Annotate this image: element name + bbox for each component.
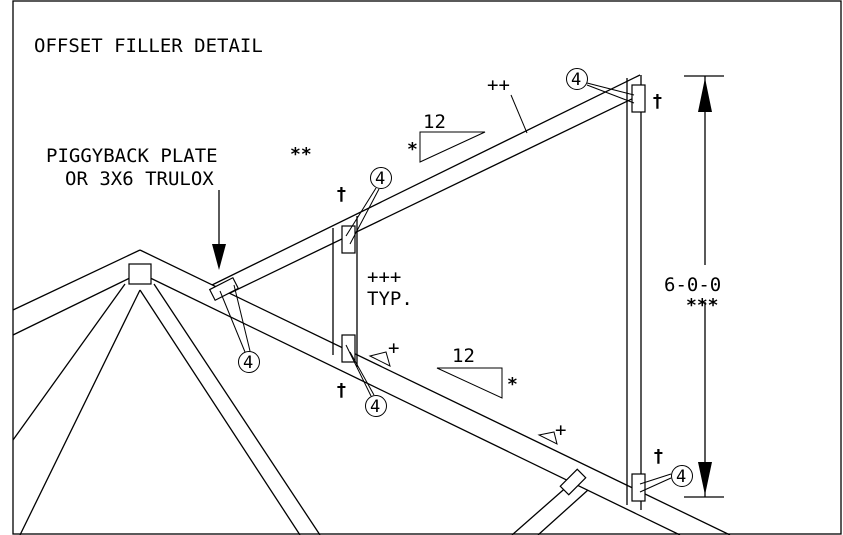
slope-lower-rise: 12: [452, 345, 475, 367]
slope-triangle-upper: [419, 131, 486, 163]
svg-text:4: 4: [243, 353, 253, 373]
plate-note-arrowhead: [212, 244, 226, 270]
dagger-upper-right: †: [652, 91, 663, 112]
web-left-outer: [12, 283, 126, 441]
slope-lower-mark: *: [507, 374, 518, 395]
left-top-chord-lower: [12, 272, 141, 336]
web-lower-right-b: [537, 489, 589, 535]
slope-triangle-lower: [436, 367, 503, 399]
nail-callout-piggyback: 4: [219, 284, 260, 373]
dimension-line: [684, 75, 724, 498]
plate-note-line1: PIGGYBACK PLATE: [46, 145, 218, 167]
dagger-lower-left: †: [336, 380, 347, 401]
dagger-upper-left: †: [336, 184, 347, 205]
dimension-mark: ***: [686, 295, 719, 316]
svg-text:4: 4: [571, 70, 581, 90]
vertical-plate-bottom: [631, 473, 646, 502]
bearing-mark-2: +: [555, 419, 566, 441]
dimension-value: 6-0-0: [664, 274, 721, 296]
top-chord-mark: ++: [487, 74, 510, 96]
web-left-inner: [19, 289, 141, 535]
slope-upper-mark: *: [407, 139, 418, 160]
nail-callout-lower-filler: 4: [345, 344, 387, 417]
filler-plate-upper: [341, 225, 356, 254]
filler-chord-bottom: [229, 94, 641, 294]
offset-filler: [208, 74, 646, 510]
top-chord-leader: [510, 94, 528, 134]
nail-callout-top-right: 4: [566, 68, 635, 104]
vertical-plate-top: [631, 84, 646, 113]
bearing-wedge-1: [368, 351, 391, 367]
detail-title: OFFSET FILLER DETAIL: [34, 35, 263, 57]
piggyback-plate: [208, 276, 240, 302]
nail-callout-bottom-right: 4: [639, 465, 693, 493]
filler-chord-top: [211, 74, 641, 286]
bearing-wedge-2: [537, 431, 558, 445]
nail-callout-upper-filler: 4: [345, 167, 392, 245]
slope-upper-rise: 12: [423, 111, 446, 133]
svg-text:4: 4: [676, 467, 686, 487]
web-right-inner: [139, 289, 301, 535]
plate-note-mark: **: [290, 144, 312, 165]
filler-note-mark: +++: [367, 266, 401, 288]
drawing-border: [12, 0, 842, 535]
svg-text:4: 4: [375, 169, 385, 189]
plate-note-line2: OR 3X6 TRULOX: [65, 168, 214, 190]
web-right-outer: [153, 283, 321, 535]
right-top-chord-lower: [139, 272, 681, 535]
dagger-lower-right: †: [653, 446, 664, 467]
web-plate: [559, 468, 587, 496]
svg-text:4: 4: [370, 397, 380, 417]
left-top-chord-upper: [12, 249, 141, 311]
peak-plate: [128, 263, 152, 285]
web-lower-right-a: [511, 483, 571, 535]
bearing-mark-1: +: [388, 337, 399, 359]
filler-note-text: TYP.: [367, 288, 413, 310]
